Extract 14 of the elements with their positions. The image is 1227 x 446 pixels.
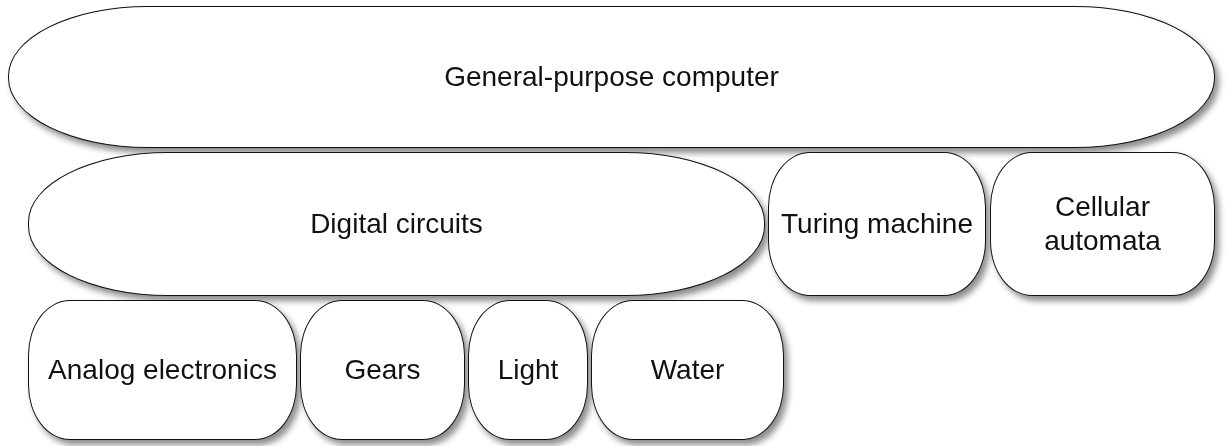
rounded-box (591, 300, 784, 440)
rounded-box (300, 300, 465, 440)
node-label: Gears (343, 353, 422, 387)
rounded-box (468, 300, 588, 440)
node-label: Digital circuits (309, 207, 484, 241)
rounded-box (990, 152, 1215, 296)
rounded-box (28, 300, 297, 440)
node-label: Analog electronics (47, 353, 278, 387)
node-label: Water (649, 353, 726, 387)
node-label: Turing machine (780, 207, 974, 241)
node-label: Cellular automata (1043, 190, 1162, 258)
node-label: Light (496, 353, 560, 387)
rounded-box (768, 152, 986, 296)
node-label: General-purpose computer (443, 60, 780, 94)
